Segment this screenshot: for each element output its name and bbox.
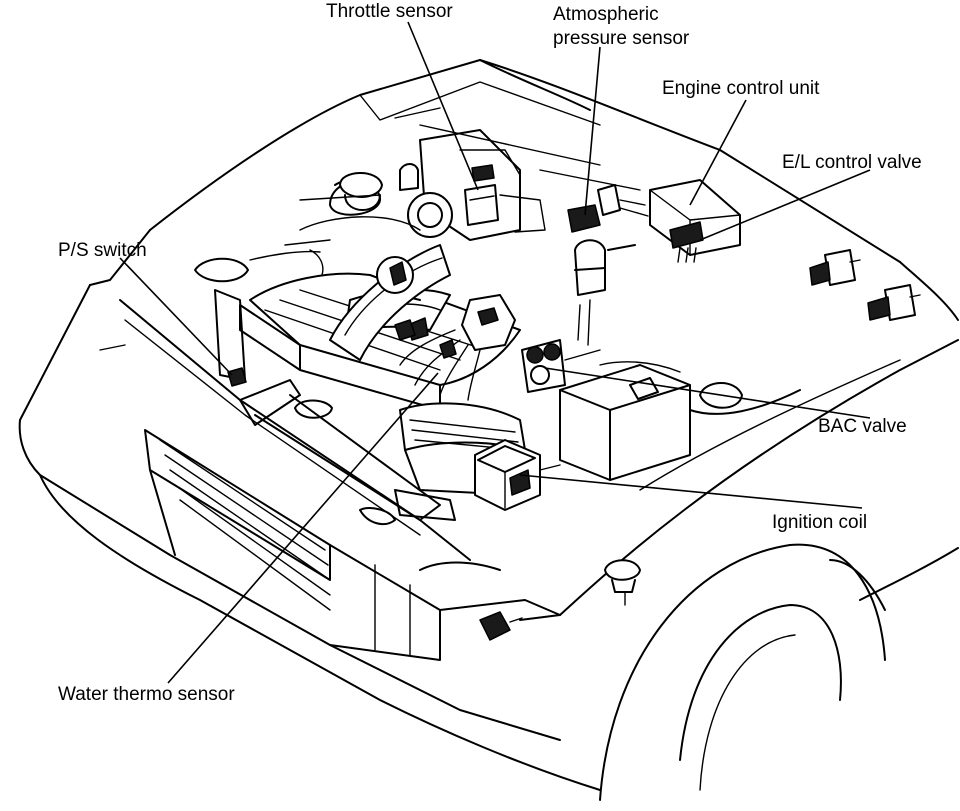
leader-ignition-coil (519, 474, 863, 509)
water-thermo-part (479, 611, 523, 641)
label-el-control-valve: E/L control valve (782, 152, 922, 173)
leader-el-control-valve (699, 169, 871, 241)
leader-engine-control-unit (689, 99, 747, 206)
brake-master-cylinder (339, 172, 383, 211)
battery (559, 361, 691, 481)
label-water-thermo-sensor: Water thermo sensor (58, 684, 235, 705)
label-throttle-sensor: Throttle sensor (326, 1, 453, 22)
bumper-and-grille (18, 229, 601, 791)
bac-valve-body (521, 339, 601, 393)
leader-atmospheric-pressure-sensor (584, 46, 601, 216)
label-ignition-coil: Ignition coil (772, 512, 867, 533)
loose-sensors (604, 249, 921, 606)
leader-bac-valve (544, 367, 871, 419)
ecu-box (649, 179, 741, 263)
leader-throttle-sensor (407, 21, 479, 191)
intake-hose (329, 244, 451, 361)
label-engine-control-unit: Engine control unit (662, 78, 820, 99)
fender-right (519, 261, 959, 621)
egr-valve (574, 239, 636, 346)
atmospheric-sensor-body (567, 184, 649, 233)
label-atmospheric-pressure-sensor-line1: Atmospheric (553, 4, 659, 25)
leader-lines (119, 21, 871, 684)
ignition-coil-body (474, 439, 561, 511)
wheel (599, 543, 886, 801)
label-bac-valve: BAC valve (818, 416, 907, 437)
leader-ps-switch (119, 257, 233, 376)
label-atmospheric-pressure-sensor-line2: pressure sensor (553, 28, 690, 49)
radiator-support (119, 299, 471, 561)
ps-pump (194, 249, 324, 387)
label-ps-switch: P/S switch (58, 240, 147, 261)
distributor-and-wires (394, 294, 516, 401)
throttle-body (399, 129, 546, 241)
leader-water-thermo-sensor (167, 372, 439, 684)
hood-outline (149, 59, 901, 263)
